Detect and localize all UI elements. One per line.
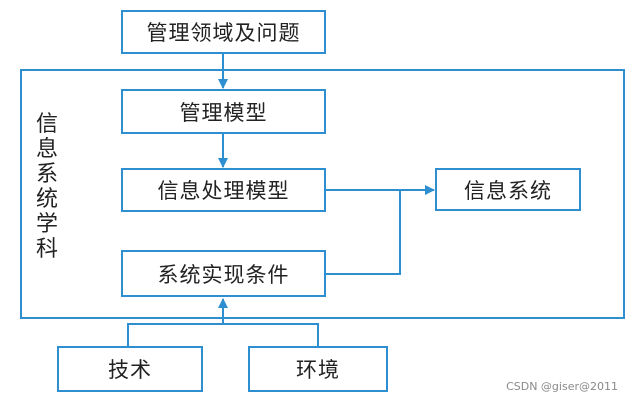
watermark: CSDN @giser@2011	[506, 380, 618, 393]
edge-env-bus	[223, 323, 319, 346]
node-info-model: 信息处理模型	[121, 168, 326, 212]
node-env: 环境	[248, 346, 388, 392]
container-frame	[20, 69, 625, 319]
container-label: 信息系统学科	[35, 112, 58, 262]
node-model: 管理模型	[121, 89, 326, 134]
node-conditions: 系统实现条件	[121, 250, 326, 297]
node-tech: 技术	[57, 346, 203, 392]
edge-tech-bus	[127, 323, 223, 346]
node-domain: 管理领域及问题	[121, 10, 326, 54]
node-system: 信息系统	[435, 168, 581, 211]
edge-conditions-system	[325, 190, 401, 275]
